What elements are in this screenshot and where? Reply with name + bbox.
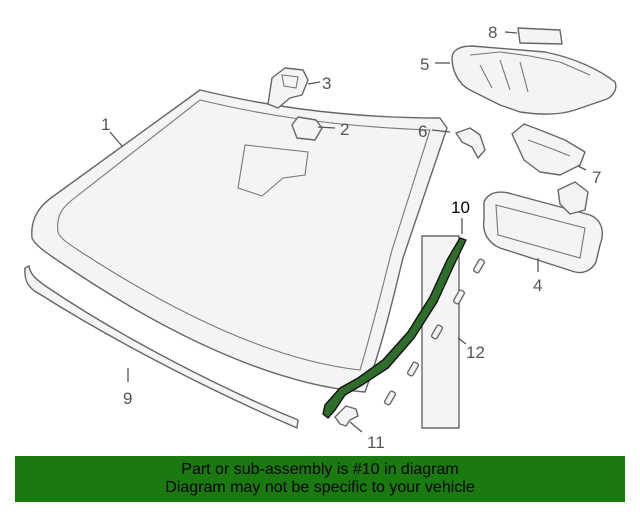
info-banner: Part or sub-assembly is #10 in diagram D…: [15, 456, 625, 502]
callout-7: 7: [592, 168, 601, 187]
info-banner-line1: Part or sub-assembly is #10 in diagram: [181, 461, 459, 478]
callout-5: 5: [420, 55, 429, 74]
callout-12: 12: [466, 343, 485, 362]
callout-10: 10: [451, 198, 470, 217]
molding-clip: [334, 405, 359, 427]
info-banner-line2: Diagram may not be specific to your vehi…: [165, 479, 475, 496]
windshield-glass: [31, 89, 448, 393]
mirror-cover: [511, 123, 586, 176]
callout-8: 8: [488, 23, 497, 42]
leader-lines: [109, 31, 587, 433]
small-module: [517, 27, 563, 45]
callout-1: 1: [101, 115, 110, 134]
sensor-bracket: [267, 67, 309, 109]
rearview-mirror: [482, 181, 603, 274]
lower-molding: [24, 265, 299, 429]
side-molding-highlighted: [322, 237, 467, 419]
small-bracket: [455, 127, 486, 159]
callout-3: 3: [322, 74, 331, 93]
callout-9: 9: [123, 389, 132, 408]
callout-11: 11: [367, 433, 385, 452]
callout-2: 2: [340, 120, 349, 139]
overhead-console: [451, 45, 617, 115]
sensor-cover: [291, 116, 323, 141]
pillar-clips: [383, 258, 486, 406]
callout-6: 6: [418, 122, 427, 141]
callout-4: 4: [533, 276, 542, 295]
